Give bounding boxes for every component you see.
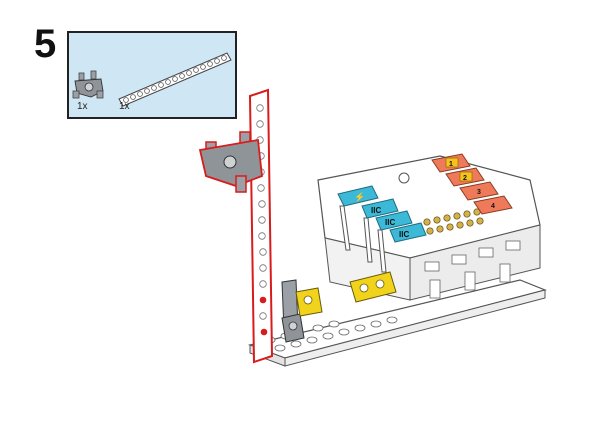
- numbered-port-3: 3: [459, 181, 499, 201]
- yellow-connector-right: [349, 271, 397, 303]
- parts-list-panel: 1x 1x: [67, 31, 237, 119]
- part-quantity: 1x: [77, 101, 88, 112]
- numbered-port-2: 2: [445, 167, 485, 187]
- port-number: 3: [477, 189, 481, 196]
- port-number: 4: [491, 203, 495, 210]
- terminal-block: [423, 208, 484, 235]
- step-number: 5: [34, 22, 57, 66]
- power-port: ⚡: [337, 185, 379, 207]
- numbered-port-1: 1: [431, 153, 471, 173]
- svg-text:⚡: ⚡: [354, 191, 365, 203]
- iic-port-3: IIC: [389, 222, 427, 243]
- parts-illustration: [72, 52, 232, 107]
- controller-module: ⚡ IIC IIC IIC 1 2: [317, 153, 541, 301]
- gray-angle-beam: [281, 279, 305, 343]
- iic-port-2: IIC: [375, 210, 413, 231]
- iic-port-1: IIC: [361, 198, 399, 219]
- cross-connector-attached: [198, 131, 263, 193]
- vertical-beam-highlighted: [248, 88, 274, 364]
- iic-label: IIC: [385, 218, 395, 227]
- part-quantity: 1x: [119, 101, 130, 112]
- cross-connector-part: [72, 70, 104, 99]
- yellow-connector-left: [295, 287, 323, 317]
- numbered-port-4: 4: [473, 195, 513, 215]
- port-number: 1: [449, 161, 453, 168]
- port-number: 2: [463, 175, 467, 182]
- iic-label: IIC: [399, 230, 409, 239]
- beam-15-hole: [118, 52, 232, 107]
- iic-label: IIC: [371, 206, 381, 215]
